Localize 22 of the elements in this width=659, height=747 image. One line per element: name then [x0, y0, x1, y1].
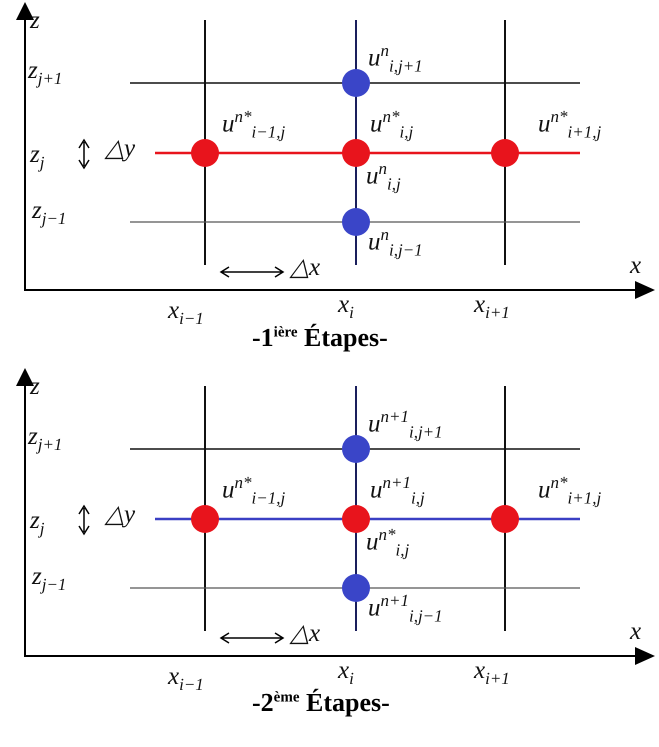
spacing-label: △y [105, 502, 136, 527]
panel-caption: -1$^{ière}$ Étapes- [252, 325, 388, 351]
grid-coordinate-label: z$_{j−1}$ [32, 564, 66, 593]
axis-label: x [630, 619, 642, 644]
grid-coordinate-label: z$_{j+1}$ [28, 58, 62, 87]
grid-coordinate-label: x$_{i}$ [338, 658, 354, 687]
grid-coordinate-label: x$_{i+1}$ [474, 292, 510, 321]
grid-coordinate-label: z$_{j−1}$ [32, 198, 66, 227]
grid-coordinate-label: z$_{j}$ [30, 142, 44, 171]
axis-label: z [30, 8, 40, 33]
grid-coordinate-label: x$_{i}$ [338, 292, 354, 321]
spacing-label: △x [290, 255, 320, 280]
panel-caption: -2$^{ème}$ Étapes- [252, 690, 390, 716]
grid-coordinate-label: x$_{i−1}$ [168, 664, 204, 693]
grid-coordinate-label: x$_{i−1}$ [168, 298, 204, 327]
axis-label: z [30, 374, 40, 399]
axis-label: x [630, 253, 642, 278]
spacing-label: △y [105, 136, 136, 161]
grid-coordinate-label: x$_{i+1}$ [474, 658, 510, 687]
spacing-label: △x [290, 621, 320, 646]
grid-coordinate-label: z$_{j}$ [30, 508, 44, 537]
grid-coordinate-label: z$_{j+1}$ [28, 424, 62, 453]
